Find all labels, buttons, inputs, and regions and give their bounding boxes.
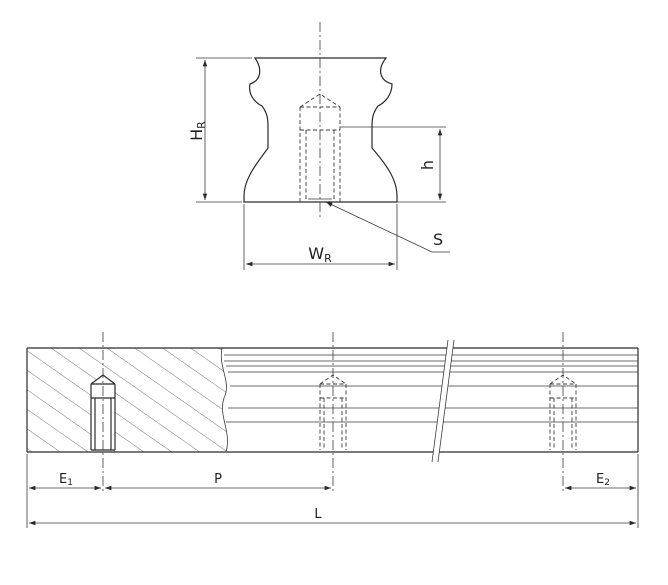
dimension-e1: E1 — [28, 472, 101, 491]
rail-side-view: E1 P E2 L — [26, 332, 639, 528]
label-e1: E — [59, 472, 67, 487]
svg-text:HR: HR — [187, 121, 208, 141]
dimension-e2: E2 — [565, 472, 636, 491]
rail-cross-section: HR h S WR — [187, 22, 450, 270]
label-e1-sub: 1 — [67, 478, 73, 488]
label-wr: W — [308, 244, 324, 263]
label-hr-sub: R — [195, 121, 208, 129]
dimension-wr: WR — [243, 204, 398, 270]
svg-text:E1: E1 — [59, 472, 73, 488]
label-e2-sub: 2 — [604, 478, 610, 488]
label-wr-sub: R — [324, 252, 332, 265]
label-h: h — [418, 160, 437, 170]
dimension-hr: HR — [187, 57, 252, 203]
label-p: P — [214, 472, 222, 487]
label-s: S — [433, 230, 443, 249]
label-e2: E — [596, 472, 604, 487]
section-break-line — [220, 347, 228, 453]
length-break-marks — [431, 339, 455, 463]
section-hatch — [27, 348, 228, 452]
svg-text:E2: E2 — [596, 472, 610, 488]
svg-text:WR: WR — [308, 244, 332, 265]
counterbore-hole — [299, 93, 341, 202]
label-hr: H — [187, 129, 206, 141]
dimension-l: L — [28, 507, 636, 526]
dimension-s: S — [325, 201, 450, 253]
label-l: L — [314, 507, 322, 522]
dimension-p: P — [105, 472, 331, 491]
rail-longitudinal-lines — [224, 354, 638, 423]
dimension-h: h — [340, 126, 446, 203]
